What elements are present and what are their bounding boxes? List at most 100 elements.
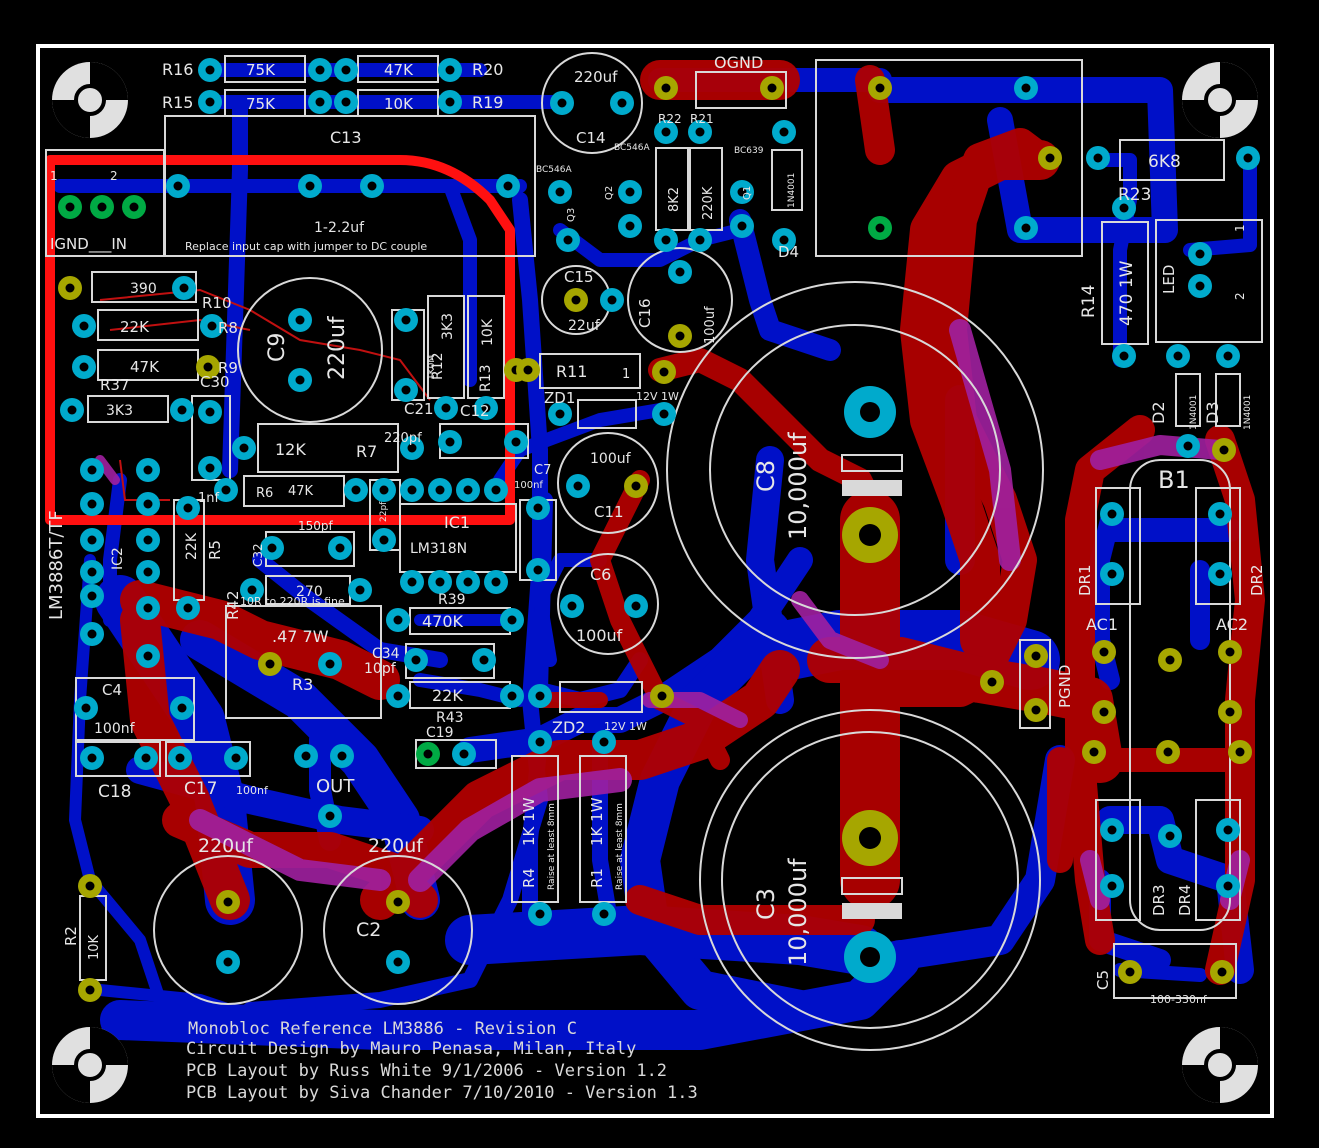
- drill-hole: [205, 463, 215, 473]
- label-10r-note: 10R to 220R is fine: [240, 595, 345, 608]
- drill-hole: [617, 98, 627, 108]
- drill-hole: [379, 535, 389, 545]
- label-r3: R3: [292, 675, 313, 694]
- drill-hole: [79, 321, 89, 331]
- label-r11: R11: [556, 362, 587, 381]
- drill-hole: [1217, 967, 1227, 977]
- label-r8: R8: [218, 319, 238, 337]
- drill-hole: [393, 897, 403, 907]
- drill-hole: [85, 881, 95, 891]
- drill-hole: [535, 909, 545, 919]
- drill-hole: [265, 659, 275, 669]
- input-ground-keepout: [45, 155, 515, 525]
- mounting-hole: [52, 1027, 128, 1103]
- label-c5-val: 100-330nf: [1150, 993, 1208, 1006]
- drill-hole: [85, 985, 95, 995]
- drill-hole: [325, 659, 335, 669]
- label-led-pin2: 2: [1233, 292, 1247, 300]
- label-c1-val: 220uf: [198, 835, 254, 857]
- label-r6: R6: [256, 486, 273, 501]
- drill-hole: [737, 221, 747, 231]
- label-d3-val: 1N4001: [1243, 395, 1253, 430]
- label-d2: D2: [1149, 402, 1168, 425]
- label-1nf: 1nf: [198, 491, 220, 506]
- drill-hole: [523, 365, 533, 375]
- drill-hole: [87, 465, 97, 475]
- drill-hole: [1215, 509, 1225, 519]
- label-led: LED: [1160, 265, 1178, 294]
- label-c21: C21: [404, 400, 434, 418]
- drill-hole: [573, 481, 583, 491]
- label-r2-val: 10K: [87, 934, 102, 960]
- drill-hole: [65, 202, 75, 212]
- label-c11: C11: [594, 503, 624, 521]
- drill-hole: [239, 443, 249, 453]
- drill-hole: [1225, 647, 1235, 657]
- drill-hole: [1223, 881, 1233, 891]
- drill-hole: [1093, 153, 1103, 163]
- drill-hole: [143, 651, 153, 661]
- label-c13-val: 1-2.2uf: [314, 220, 365, 236]
- label-r11-pin: 1: [622, 367, 630, 382]
- label-ic2: IC2: [110, 547, 126, 570]
- credit-line-2: Circuit Design by Mauro Penasa, Milan, I…: [186, 1039, 636, 1059]
- label-c14-val: 220uf: [574, 68, 618, 86]
- drill-hole: [325, 811, 335, 821]
- drill-hole: [1119, 351, 1129, 361]
- label-r7-val: 12K: [275, 440, 306, 459]
- label-r20-val: 47K: [384, 61, 414, 79]
- label-zd1: ZD1: [544, 389, 575, 407]
- label-r9-val: 47K: [130, 358, 160, 376]
- label-c4: C4: [102, 681, 122, 699]
- drill-hole: [607, 295, 617, 305]
- drill-hole: [141, 753, 151, 763]
- label-c16: C16: [636, 298, 654, 328]
- label-ognd: OGND: [714, 53, 763, 72]
- drill-hole: [355, 585, 365, 595]
- label-c34: C34: [372, 646, 400, 662]
- drill-hole: [767, 83, 777, 93]
- drill-hole: [1195, 281, 1205, 291]
- label-c13: C13: [330, 128, 362, 147]
- drill-hole: [401, 315, 411, 325]
- drill-hole: [1031, 705, 1041, 715]
- label-bc639: BC639: [734, 146, 764, 156]
- label-ac2: AC2: [1216, 615, 1248, 634]
- drill-hole: [205, 407, 215, 417]
- drill-hole: [87, 629, 97, 639]
- drill-hole: [335, 543, 345, 553]
- drill-hole: [205, 65, 215, 75]
- drill-hole: [675, 331, 685, 341]
- label-zd2-val: 12V 1W: [604, 720, 647, 733]
- label-r16-val: 75K: [246, 61, 276, 79]
- drill-hole: [173, 181, 183, 191]
- label-r10-val: 390: [130, 281, 157, 297]
- drill-hole: [661, 83, 671, 93]
- drill-hole: [1107, 569, 1117, 579]
- drill-hole: [295, 375, 305, 385]
- label-r12-sub: 1K0M: [427, 355, 437, 380]
- drill-hole: [79, 362, 89, 372]
- drill-hole: [491, 577, 501, 587]
- drill-hole: [223, 897, 233, 907]
- drill-hole: [1107, 509, 1117, 519]
- drill-hole: [1225, 707, 1235, 717]
- label-ic1-val: LM318N: [410, 541, 467, 557]
- drill-hole: [1165, 655, 1175, 665]
- drill-hole: [97, 202, 107, 212]
- drill-hole: [407, 443, 417, 453]
- label-zd2: ZD2: [552, 718, 585, 737]
- label-r2: R2: [62, 926, 80, 946]
- label-d3: D3: [1203, 402, 1222, 425]
- drill-hole: [695, 235, 705, 245]
- drill-hole: [1089, 747, 1099, 757]
- drill-hole: [87, 567, 97, 577]
- label-c14: C14: [576, 129, 606, 147]
- label-r21-val: 220K: [701, 186, 716, 220]
- label-c3: C3: [752, 888, 780, 920]
- label-c9-val: 220uf: [325, 315, 350, 380]
- label-r270: 270: [296, 584, 323, 600]
- label-r7: R7: [356, 442, 377, 461]
- label-q3: Q3: [566, 208, 577, 222]
